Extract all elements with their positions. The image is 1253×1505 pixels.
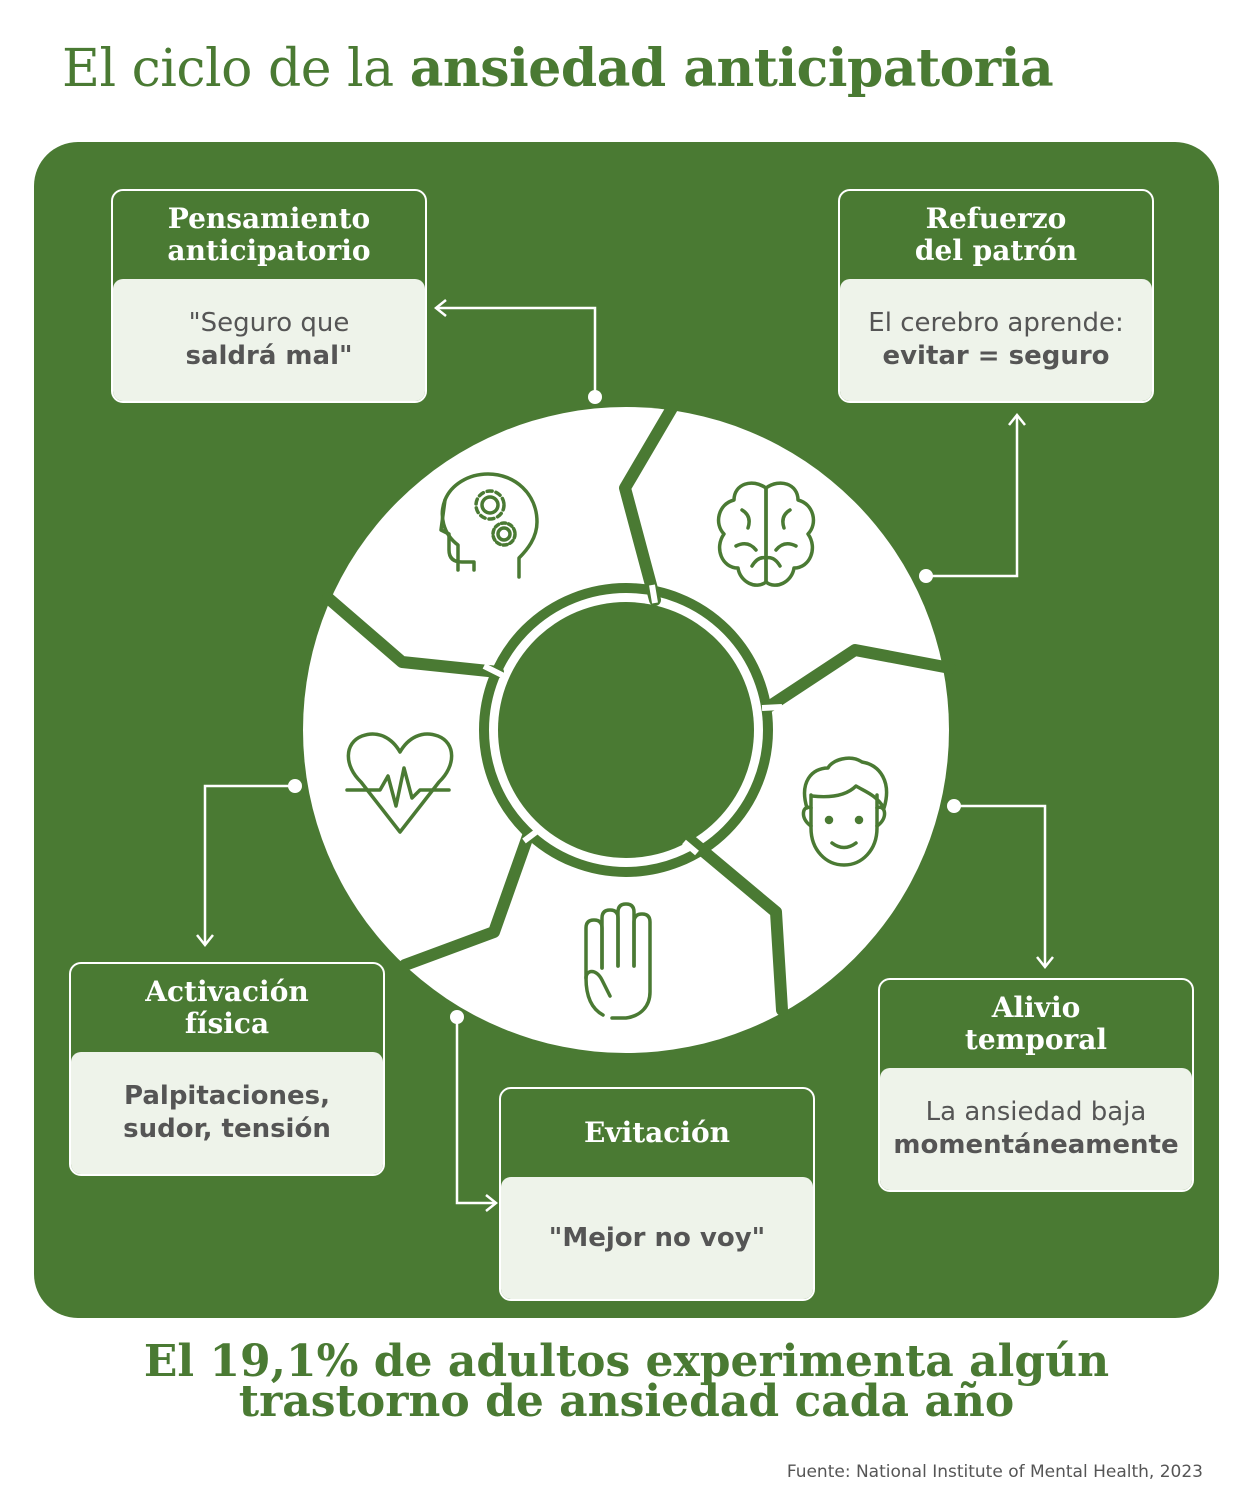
body-line: momentáneamente (893, 1130, 1179, 1160)
card-body: Palpitaciones, sudor, tensión (71, 1052, 383, 1174)
connector-to-evitacion (455, 1017, 496, 1205)
heading-line: del patrón (914, 234, 1078, 267)
cycle-connectors (196, 299, 1054, 1212)
title-bold: ansiedad anticipatoria (409, 38, 1054, 99)
heading-line: Activación (145, 975, 309, 1008)
heading-line: temporal (964, 1023, 1108, 1056)
arrowhead-refuerzo (1008, 412, 1026, 426)
separator-bottom-left (399, 830, 534, 971)
heartbeat-icon (345, 732, 454, 834)
heading-line: Refuerzo (925, 202, 1067, 235)
title-regular: El ciclo de la (62, 39, 410, 99)
heading-line: Alivio (991, 991, 1081, 1024)
arrowhead-alivio (1036, 956, 1054, 970)
segment-separators (322, 402, 956, 1016)
connector-to-activacion (203, 784, 295, 945)
smiling-face-icon (801, 756, 889, 867)
body-line: sudor, tensión (123, 1114, 331, 1144)
heading-line: Evitación (583, 1116, 731, 1149)
arrowhead-pensamiento (433, 299, 447, 317)
arrowhead-evitacion (485, 1194, 499, 1212)
cycle-hub-ring (479, 583, 773, 877)
connector-to-refuerzo (926, 415, 1019, 578)
connector-to-alivio (954, 804, 1047, 967)
separator-bottom-right (684, 834, 788, 1016)
heading-line: anticipatorio (167, 234, 371, 267)
hub-ring-gaps (482, 584, 783, 856)
heading-line: física (184, 1007, 270, 1040)
body-line: evitar = seguro (882, 341, 1110, 371)
card-heading: Evitación (501, 1089, 813, 1177)
card-body: La ansiedad baja momentáneamente (880, 1068, 1192, 1190)
statistic-callout: El 19,1% de adultos experimenta algún tr… (0, 1336, 1253, 1427)
head-gears-icon (439, 472, 539, 579)
body-line: El cerebro aprende: (868, 308, 1124, 338)
separator-right (764, 644, 956, 712)
connector-dots (288, 390, 961, 1024)
separator-top (619, 402, 678, 606)
heading-line: Pensamiento (167, 202, 371, 235)
separator-left (322, 592, 504, 678)
card-body: "Seguro que saldrá mal" (113, 279, 425, 401)
body-line: La ansiedad baja (925, 1097, 1147, 1127)
body-line: Palpitaciones, (124, 1081, 330, 1111)
brain-icon (716, 481, 816, 587)
connector-to-pensamiento (436, 306, 597, 397)
card-body: "Mejor no voy" (501, 1177, 813, 1299)
source-citation: Fuente: National Institute of Mental Hea… (786, 1462, 1203, 1482)
cycle-hub (498, 602, 754, 858)
body-line: saldrá mal" (185, 341, 353, 371)
body-line: "Mejor no voy" (548, 1222, 766, 1253)
card-body: El cerebro aprende: evitar = seguro (840, 279, 1152, 401)
statistic-line: El 19,1% de adultos experimenta algún (143, 1336, 1110, 1387)
statistic-line: trastorno de ansiedad cada año (238, 1376, 1015, 1427)
page-title: El ciclo de la ansiedad anticipatoria (62, 38, 1054, 99)
arrowhead-activacion (196, 934, 214, 948)
card-evitacion: Evitación "Mejor no voy" (499, 1087, 815, 1301)
raised-hand-icon (584, 902, 652, 1020)
body-line: "Seguro que (188, 308, 350, 338)
